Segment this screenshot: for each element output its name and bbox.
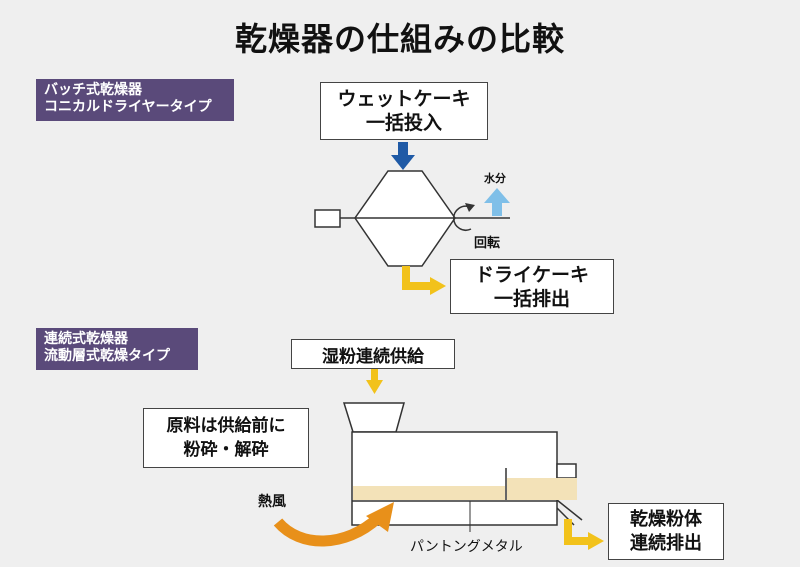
batch-tag-line2: コニカルドライヤータイプ: [44, 99, 212, 115]
wet-cake-label: ウェットケーキ: [337, 88, 471, 110]
water-label: 水分: [484, 172, 506, 185]
powder-layer-right: [507, 478, 577, 500]
wet-powder-feed-box: 湿粉連続供給: [291, 339, 455, 369]
bulk-input-label: 一括投入: [365, 112, 442, 134]
hot-air-arrow: [273, 513, 382, 547]
powder-layer-left: [353, 486, 505, 500]
hot-air-label: 熱風: [258, 494, 286, 510]
batch-tag-line1: バッチ式乾燥器: [44, 82, 142, 98]
water-arrow: [484, 188, 510, 216]
dry-cake-output-box: ドライケーキ 一括排出: [450, 259, 614, 314]
page-title: 乾燥器の仕組みの比較: [234, 20, 565, 58]
input-arrow: [391, 142, 415, 170]
rotation-label: 回転: [474, 236, 501, 251]
dry-cake-label: ドライケーキ: [474, 263, 589, 286]
continuous-discharge-label: 連続排出: [630, 532, 702, 554]
continuous-tag-line1: 連続式乾燥器: [44, 331, 128, 347]
rotation-arrow: [453, 205, 472, 231]
continuous-tag-line2: 流動層式乾燥タイプ: [44, 348, 170, 364]
pretreatment-line1: 原料は供給前に: [166, 416, 286, 436]
dry-powder-label: 乾燥粉体: [630, 508, 702, 530]
continuous-output-arrow: [564, 519, 604, 550]
wet-powder-feed-label: 湿粉連続供給: [322, 346, 424, 367]
perforated-plate-label: パントングメタル: [410, 539, 523, 555]
batch-dryer-tag: バッチ式乾燥器 コニカルドライヤータイプ: [36, 79, 234, 121]
wet-cake-input-box: ウェットケーキ 一括投入: [320, 82, 488, 140]
outlet-piece: [556, 463, 577, 479]
motor-box: [314, 209, 341, 228]
dry-powder-output-box: 乾燥粉体 連続排出: [608, 503, 724, 560]
batch-output-arrow: [402, 266, 446, 295]
feed-hopper: [342, 402, 405, 433]
continuous-dryer-tag: 連続式乾燥器 流動層式乾燥タイプ: [36, 328, 198, 370]
pretreatment-line2: 粉砕・解砕: [183, 440, 269, 460]
bulk-output-label: 一括排出: [493, 287, 570, 310]
pretreatment-note-box: 原料は供給前に 粉砕・解砕: [143, 408, 309, 468]
feed-arrow: [366, 368, 383, 394]
